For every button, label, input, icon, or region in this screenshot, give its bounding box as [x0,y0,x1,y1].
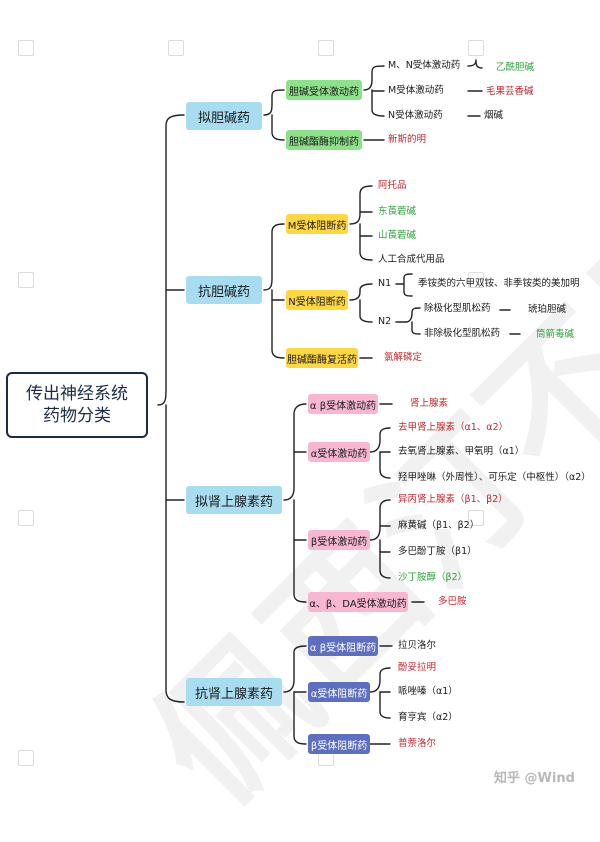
drug-epinephrine: 肾上腺素 [410,398,449,409]
drug-nicotine: 烟碱 [484,110,504,121]
root-node: 传出神经系统 药物分类 [6,372,148,438]
label-n-agonist: N受体激动药 [388,110,443,121]
drug-scopolamine: 东莨菪碱 [378,206,417,217]
label-nondepolarizing: 非除极化型肌松药 [424,328,501,339]
drug-salbutamol: 沙丁胺醇（β2） [398,572,468,583]
drug-acetylcholine: 乙酰胆碱 [496,62,535,73]
label-mn-agonist: M、N受体激动药 [388,60,461,71]
node-anticholinergic: 抗胆碱药 [186,276,262,304]
node-a-receptor-blocker: α受体阻断药 [308,682,370,702]
label-n2: N2 [378,316,392,327]
drug-oxymetazoline-clonidine: 羟甲唑啉（外周性）、可乐定（中枢性）（α2） [398,472,591,483]
node-antiadrenergic: 抗肾上腺素药 [186,678,282,706]
root-title-line2: 药物分类 [43,406,111,426]
watermark-logo-icon [468,40,484,56]
drug-yohimbine: 育亨宾（α2） [398,712,458,723]
drug-anisodamine: 山莨菪碱 [378,230,417,241]
node-ab-receptor-blocker: α β受体阻断药 [308,636,378,656]
watermark-logo-icon [168,40,184,56]
watermark-logo-icon [318,40,334,56]
node-a-receptor-agonist: α受体激动药 [308,442,370,462]
drug-isoprenaline: 异丙肾上腺素（β1、β2） [398,494,508,505]
root-title-line1: 传出神经系统 [26,384,128,404]
node-cholinergic-receptor-agonist: 胆碱受体激动药 [286,80,362,100]
node-cholinomimetic: 拟胆碱药 [186,102,262,130]
node-cholinesterase-reactivator: 胆碱酯酶复活药 [286,348,358,368]
node-n-receptor-blocker: N受体阻断药 [286,290,348,310]
watermark-logo-icon [18,40,34,56]
drug-ephedrine: 麻黄碱（β1、β2） [398,520,480,531]
drug-dobutamine: 多巴酚丁胺（β1） [398,546,477,557]
drug-pralidoxime: 氯解磷定 [384,352,423,363]
drug-labetalol: 拉贝洛尔 [398,640,437,651]
drug-neostigmine: 新斯的明 [388,134,427,145]
drug-norepinephrine: 去甲肾上腺素（α1、α2） [398,422,509,433]
brand-watermark: 知乎 @Wind [494,771,575,786]
drug-prazosin: 哌唑嗪（α1） [398,686,458,697]
node-b-receptor-blocker: β受体阻断药 [308,734,370,754]
drug-succinylcholine: 琥珀胆碱 [528,304,567,315]
drug-tubocurarine: 筒箭毒碱 [536,329,575,340]
node-adrenomimetic: 拟肾上腺素药 [186,486,282,514]
watermark-logo-icon [18,750,34,766]
drug-pilocarpine: 毛果芸香碱 [486,86,534,97]
node-b-receptor-agonist: β受体激动药 [308,530,370,550]
node-cholinesterase-inhibitor: 胆碱酯酶抑制药 [286,130,362,150]
watermark-logo-icon [468,272,484,288]
node-abda-receptor-agonist: α、β、DA受体激动药 [308,592,408,612]
drug-synthetic-substitutes: 人工合成代用品 [378,254,445,265]
connector-lines [157,59,521,745]
node-m-receptor-blocker: M受体阻断药 [286,214,348,234]
drug-dopamine: 多巴胺 [438,596,467,607]
label-n1: N1 [378,278,392,289]
drug-phenylephrine-methoxamine: 去氧肾上腺素、甲氧明（α1） [398,446,525,457]
watermark-logo-icon [18,510,34,526]
drug-propranolol: 普萘洛尔 [398,738,437,749]
watermark-logo-icon [18,272,34,288]
label-depolarizing: 除极化型肌松药 [424,303,491,314]
drug-phentolamine: 酚妥拉明 [398,662,437,673]
drug-n1-ganglionic-blockers: 季铵类的六甲双铵、非季铵类的美加明 [418,278,580,289]
drug-atropine: 阿托品 [378,180,407,191]
label-m-agonist: M受体激动药 [388,85,444,96]
watermark-logo-icon [468,510,484,526]
node-ab-receptor-agonist: α β受体激动药 [308,394,378,414]
mind-map: 佩西汀不是丁 [6,40,600,836]
